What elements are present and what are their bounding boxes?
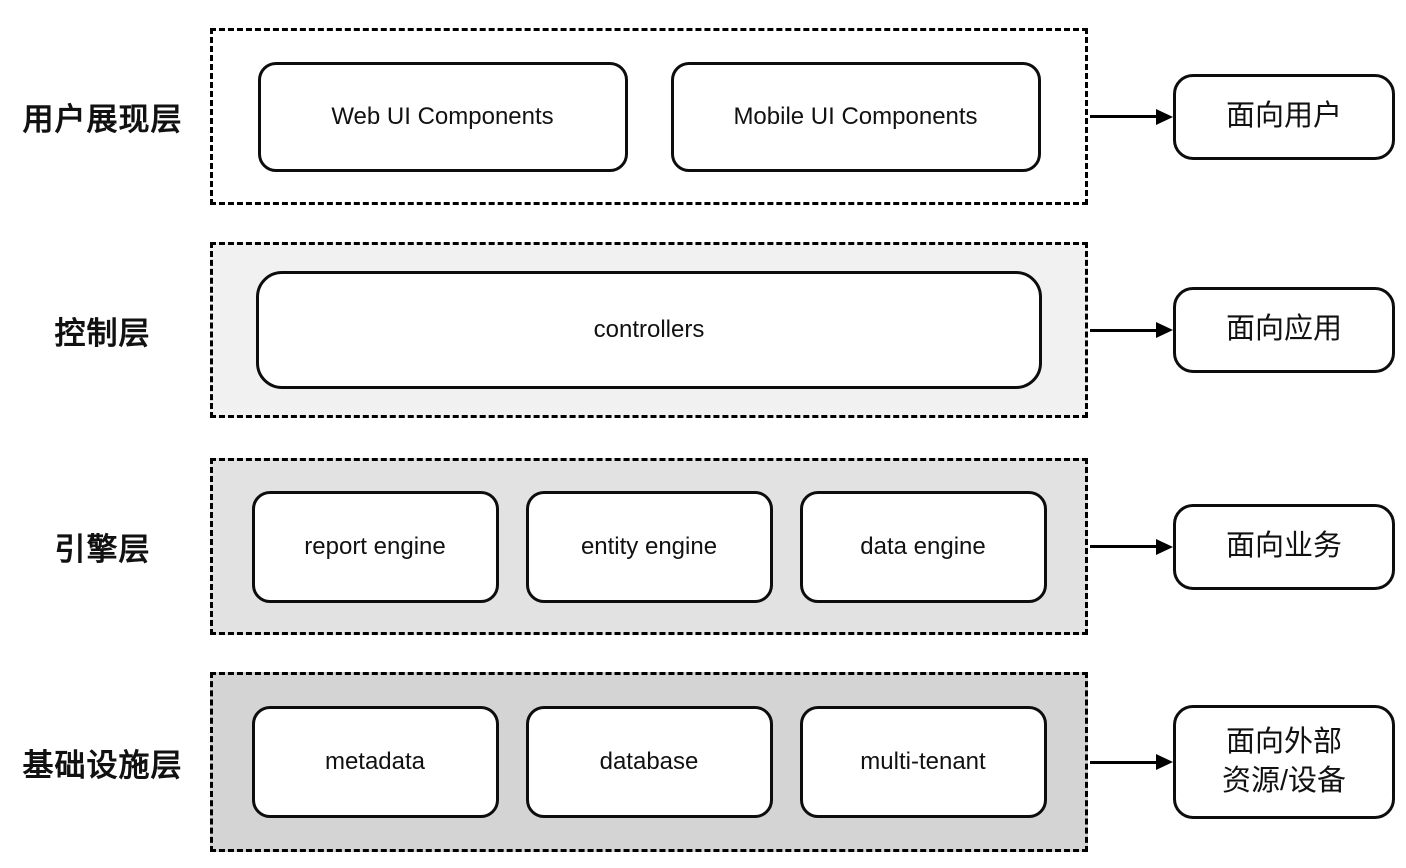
component-node-controllers: controllers (256, 271, 1042, 389)
layer-row-control: 控制层 controllers 面向应用 (0, 242, 1406, 418)
component-node-web-ui: Web UI Components (257, 61, 628, 172)
arrow-right-icon (1090, 242, 1174, 418)
arrow-head (1156, 754, 1173, 770)
target-node-external-resources: 面向外部 资源/设备 (1173, 705, 1395, 819)
arrow-shaft (1090, 115, 1156, 118)
arrow-right-icon (1090, 28, 1174, 205)
target-node-business: 面向业务 (1173, 503, 1395, 590)
arrow-head (1156, 108, 1173, 125)
arrow-right-icon (1090, 672, 1174, 852)
target-node-users: 面向用户 (1173, 73, 1395, 160)
arrow-shaft (1090, 328, 1156, 332)
layer-label-infrastructure: 基础设施层 (22, 747, 183, 783)
layer-row-infrastructure: 基础设施层 metadata database multi-tenant 面向外… (0, 672, 1406, 852)
layer-container-presentation: Web UI Components Mobile UI Components (210, 28, 1088, 205)
arrow-shaft (1090, 545, 1156, 548)
arrow-shaft (1090, 760, 1156, 764)
arrow-head (1156, 322, 1173, 338)
component-node-mobile-ui: Mobile UI Components (670, 61, 1041, 172)
layer-label-control: 控制层 (54, 315, 151, 351)
component-node-entity-engine: entity engine (525, 490, 773, 603)
layer-container-infrastructure: metadata database multi-tenant (210, 672, 1088, 852)
component-node-data-engine: data engine (799, 490, 1047, 603)
component-node-multi-tenant: multi-tenant (799, 706, 1047, 818)
arrow-right-icon (1090, 458, 1174, 635)
target-node-applications: 面向应用 (1173, 287, 1395, 373)
component-node-metadata: metadata (251, 706, 499, 818)
component-node-database: database (525, 706, 773, 818)
layer-label-presentation: 用户展现层 (22, 102, 183, 137)
layer-row-engine: 引擎层 report engine entity engine data eng… (0, 458, 1406, 635)
layer-label-engine: 引擎层 (54, 532, 151, 567)
component-node-report-engine: report engine (251, 490, 499, 603)
layer-container-engine: report engine entity engine data engine (210, 458, 1088, 635)
arrow-head (1156, 538, 1173, 555)
layer-row-presentation: 用户展现层 Web UI Components Mobile UI Compon… (0, 28, 1406, 205)
layer-container-control: controllers (210, 242, 1088, 418)
